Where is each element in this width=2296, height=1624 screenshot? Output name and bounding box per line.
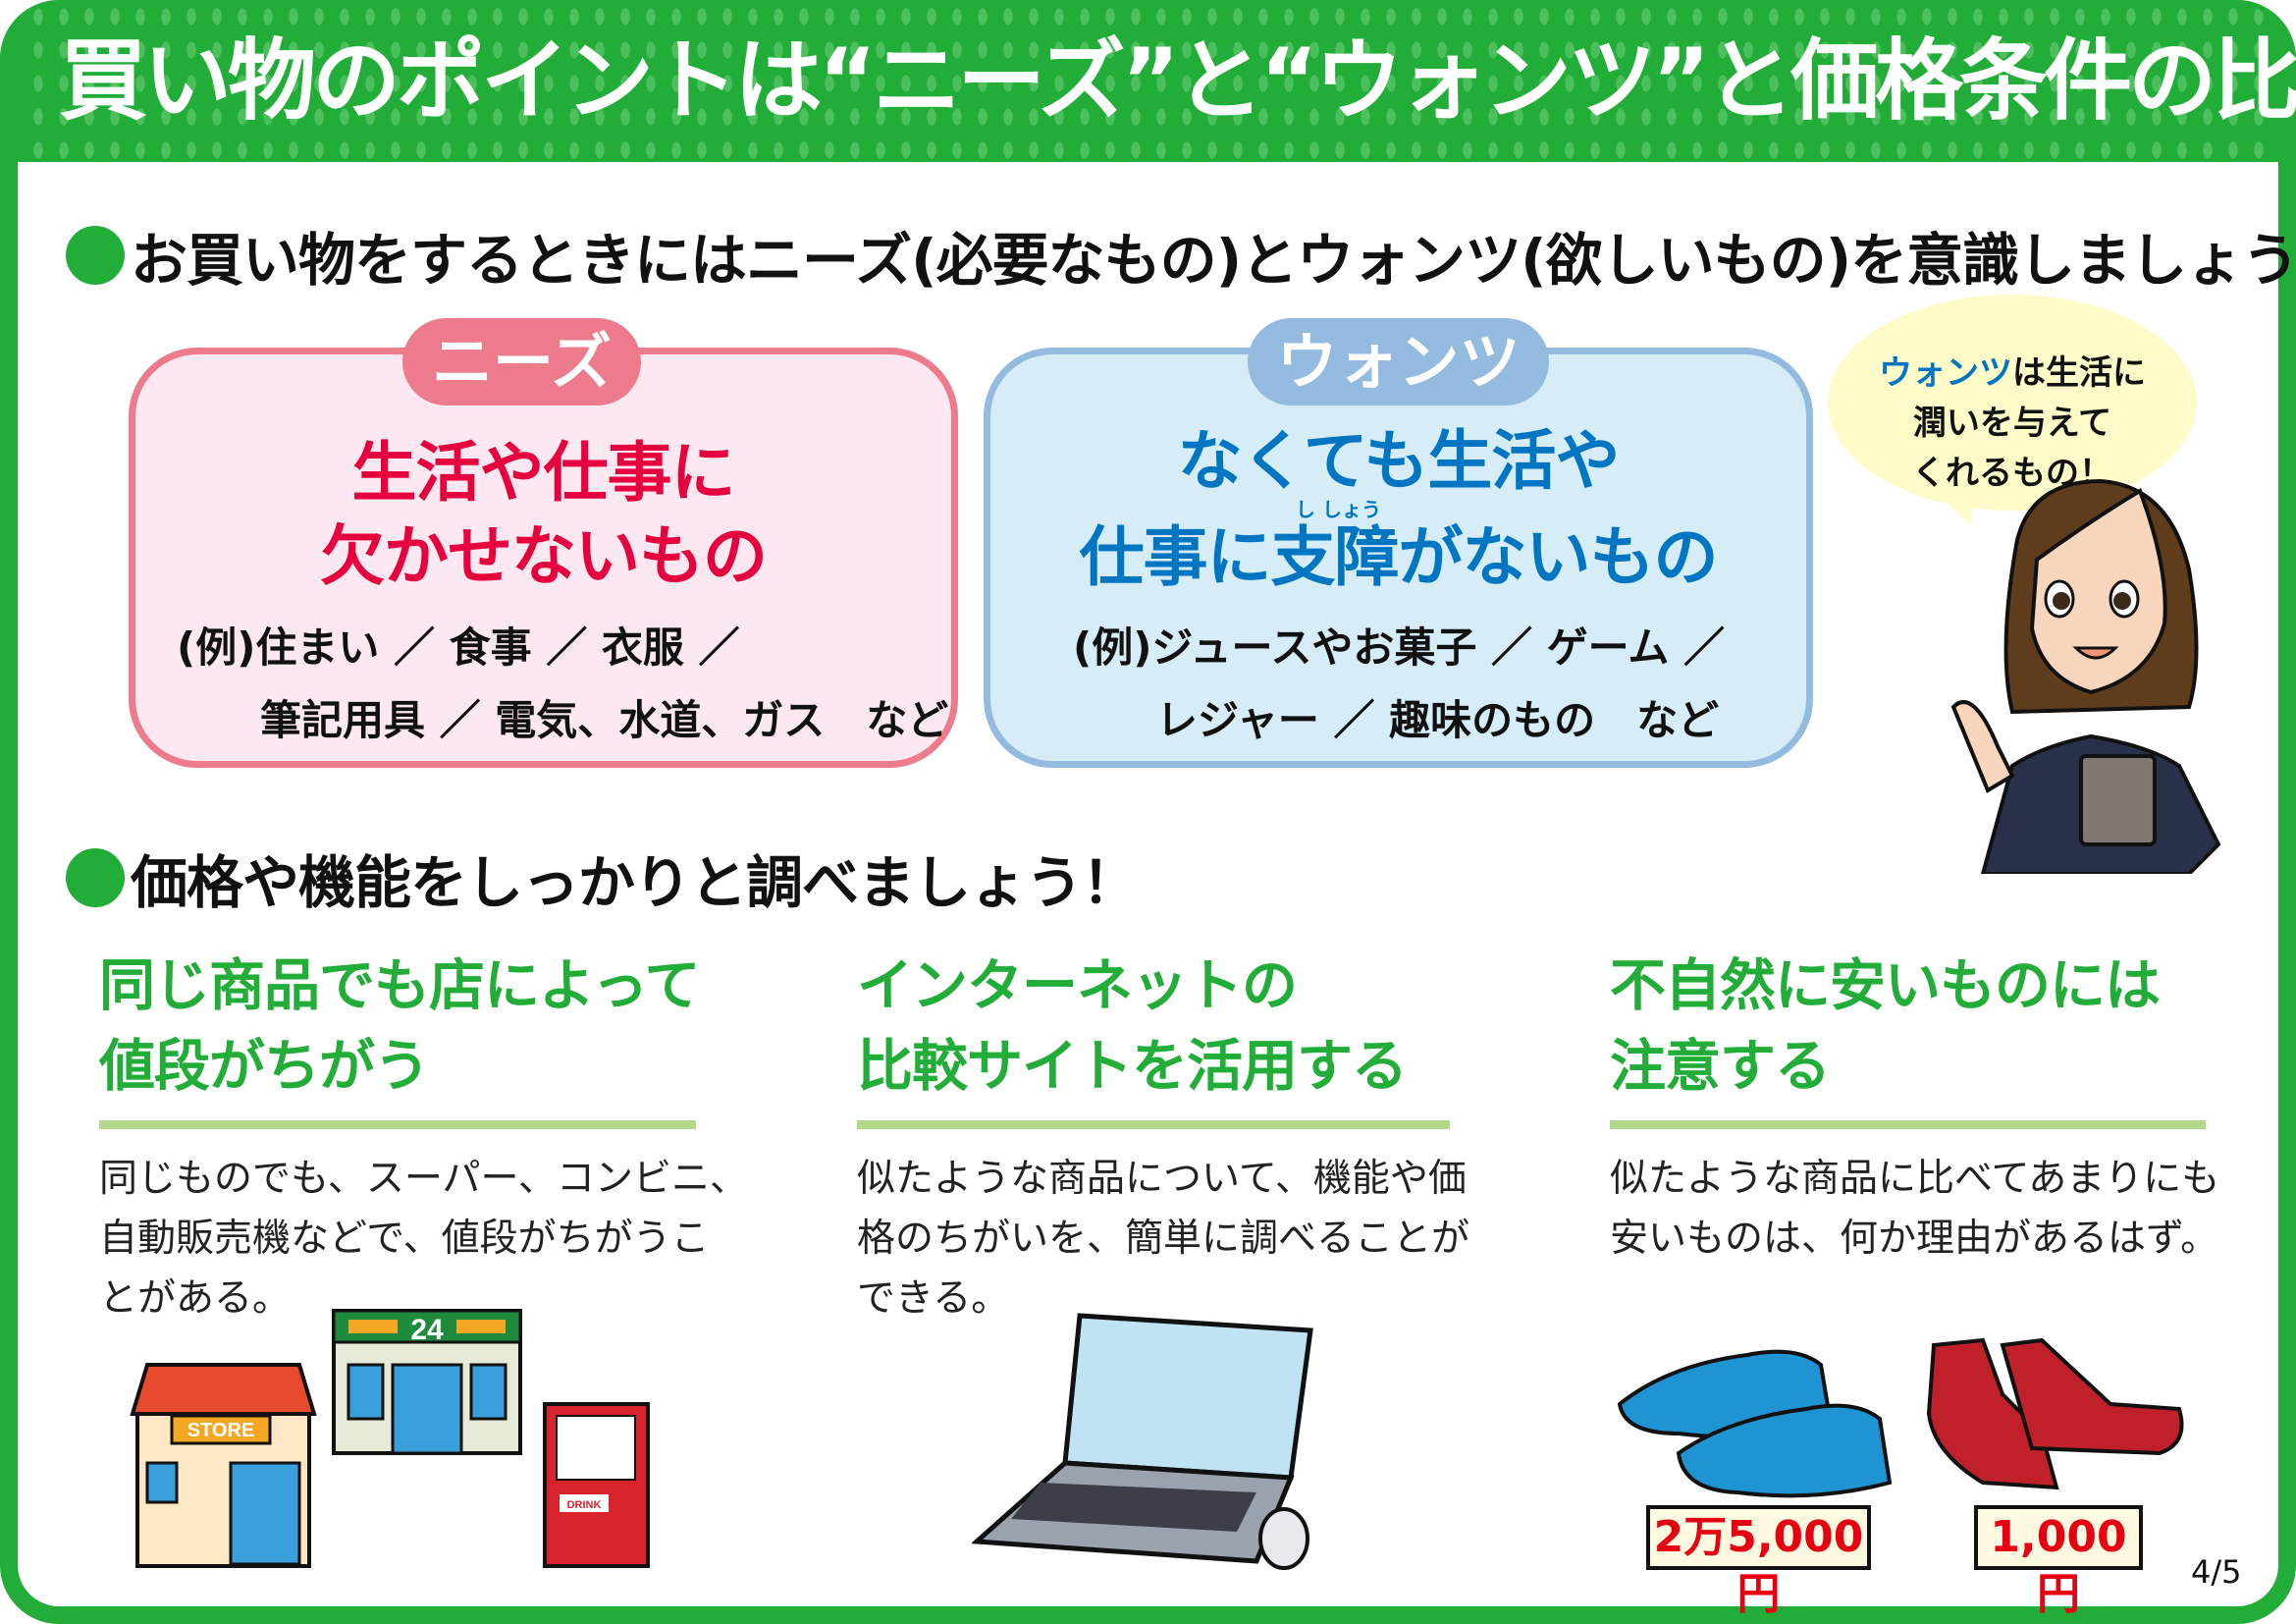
store-icon: STORE [130, 1363, 317, 1568]
bullet-dot-icon [66, 226, 125, 285]
column-title-2: 比較サイトを活用する [857, 1034, 1408, 1099]
woman-illustration [1950, 478, 2221, 874]
column-divider [99, 1120, 696, 1129]
needs-line1: 生活や仕事に [351, 435, 736, 511]
heading-text: 価格や機能をしっかりと調べましょう！ [131, 849, 1139, 916]
column-store-price: 同じ商品でも店によって 値段がちがう 同じものでも、スーパー、コンビニ、 自動販… [99, 946, 748, 1328]
shoes-illustration [1617, 1337, 2184, 1498]
body-line: 自動販売機などで、値段がちがうこ [99, 1217, 710, 1261]
needs-line2: 欠かせないもの [320, 518, 768, 594]
price-tag-expensive: 2万5,000円 [1646, 1505, 1871, 1619]
wants-ruby: し しょう [1296, 498, 1381, 521]
section-heading-needs-wants: お買い物をするときにはニーズ(必要なもの)とウォンツ(欲しいもの)を意識しましょ… [66, 214, 2296, 297]
body-line: 格のちがいを、簡単に調べることが [857, 1217, 1470, 1261]
column-title-2: 値段がちがう [99, 1034, 430, 1099]
store-sign: STORE [187, 1420, 255, 1441]
needs-label: ニーズ [402, 318, 641, 406]
wants-line1: なくても生活や [1177, 423, 1621, 499]
speech-bubble-illustration [1828, 295, 2197, 525]
column-divider [857, 1120, 1450, 1129]
body-line: 似たような商品に比べてあまりにも [1610, 1157, 2220, 1201]
body-line: 似たような商品について、機能や価 [857, 1157, 1467, 1201]
vending-sign: DRINK [567, 1499, 602, 1511]
needs-box [129, 348, 958, 768]
mouse-icon [1258, 1507, 1309, 1570]
column-title-1: インターネットの [857, 953, 1298, 1018]
column-title-2: 注意する [1610, 1034, 1831, 1099]
wants-box [984, 348, 1813, 768]
column-divider [1610, 1120, 2206, 1129]
heading-text: お買い物をするときにはニーズ(必要なもの)とウォンツ(欲しいもの)を意識しましょ… [131, 227, 2296, 294]
page-title: 買い物のポイントは“ニーズ”と“ウォンツ”と価格条件の比較 [59, 29, 2296, 133]
page-number: 4/5 [2191, 1553, 2242, 1591]
body-line: 同じものでも、スーパー、コンビニ、 [99, 1157, 749, 1201]
stores-illustration: STORE 24 DRINK [130, 1309, 650, 1568]
wants-examples-1: (例)ジュースやお菓子 ／ ゲーム ／ [1073, 623, 1725, 672]
vending-machine-icon: DRINK [543, 1402, 650, 1568]
laptop-illustration [972, 1313, 1313, 1570]
speech-bubble-text: ウォンツは生活に 潤いを与えて くれるもの！ [1831, 349, 2194, 499]
convenience-sign: 24 [410, 1314, 444, 1346]
needs-examples-2: 筆記用具 ／ 電気、水道、ガス など [260, 696, 949, 744]
wants-label: ウォンツ [1248, 318, 1549, 406]
column-cheap-warning: 不自然に安いものには 注意する 似たような商品に比べてあまりにも 安いものは、何… [1610, 946, 2219, 1269]
bubble-highlight: ウォンツ [1879, 353, 2012, 393]
needs-examples-1: (例)住まい ／ 食事 ／ 衣服 ／ [177, 623, 740, 672]
body-line: とがある。 [99, 1276, 292, 1321]
section-heading-compare: 価格や機能をしっかりと調べましょう！ [66, 837, 1139, 919]
convenience-store-icon: 24 [332, 1309, 522, 1455]
wants-line2: 仕事に支障がないもの [1079, 519, 1719, 595]
wants-examples-2: レジャー ／ 趣味のもの など [1156, 696, 1720, 744]
bullet-dot-icon [66, 848, 125, 907]
bubble-line2: 潤いを与えて [1912, 404, 2112, 443]
column-title-1: 不自然に安いものには [1610, 953, 2161, 1018]
body-line: できる。 [857, 1276, 1010, 1321]
price-tag-cheap: 1,000円 [1974, 1505, 2143, 1619]
bubble-line1: は生活に [2012, 353, 2146, 393]
body-line: 安いものは、何か理由があるはず。 [1610, 1217, 2219, 1261]
title-banner [0, 0, 2296, 162]
column-title-1: 同じ商品でも店によって [99, 953, 700, 1018]
column-comparison-site: インターネットの 比較サイトを活用する 似たような商品について、機能や価 格のち… [857, 946, 1469, 1328]
